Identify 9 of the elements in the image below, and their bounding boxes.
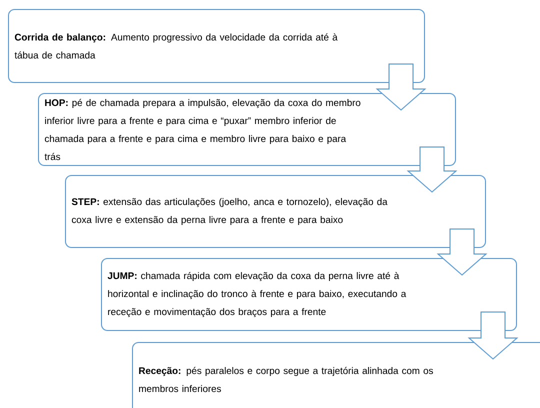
step-box: Corrida de balanço: Aumento progressivo da velocidade da corrida até à tábua de chamada [8, 9, 425, 83]
step-box: Receção: pés paralelos e corpo segue a trajetória alinhada com os membros inferiores [132, 342, 540, 408]
step-box: JUMP: chamada rápida com elevação da coxa da perna livre até à horizontal e inclinação do tronco à frente e para baixo, executando a receção e movimentação dos braços para a frente [101, 258, 517, 331]
down-arrow [436, 228, 488, 276]
step-box: STEP: extensão das articulações (joelho, anca e tornozelo), elevação da coxa livre e extensão da perna livre para a frente e para baixo [65, 175, 486, 248]
down-arrow [406, 146, 458, 193]
step-box: HOP: pé de chamada prepara a impulsão, elevação da coxa do membro inferior livre para a frente e para cima e “puxar” membro inferior de chamada para a frente e para cima e membro livre para baixo e para trás [38, 93, 456, 166]
down-arrow [468, 312, 518, 360]
down-arrow [376, 64, 426, 111]
